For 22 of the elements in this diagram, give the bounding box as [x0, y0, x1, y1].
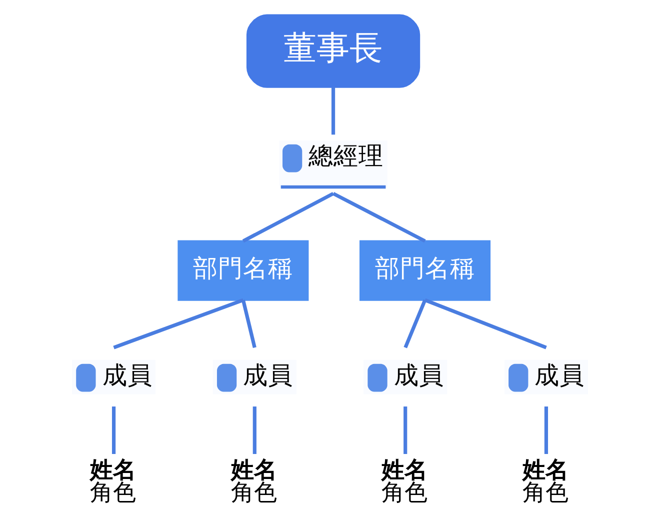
connector — [544, 406, 548, 454]
node-text: 姓名 角色 — [90, 457, 136, 506]
node-box: 部門名稱 — [359, 240, 491, 301]
node-box: 成員 — [72, 360, 156, 394]
connector — [242, 192, 334, 243]
connector — [404, 406, 408, 454]
connector — [252, 406, 256, 454]
node-box: 成員 — [364, 360, 448, 394]
connector — [332, 192, 426, 243]
connector — [404, 299, 427, 348]
node-text: 姓名 角色 — [230, 457, 277, 506]
connector — [113, 298, 244, 350]
connector — [424, 298, 547, 350]
node-box: 成員 — [504, 360, 588, 394]
node-box: 成員 — [212, 360, 296, 394]
node-text: 姓名 角色 — [522, 457, 568, 506]
node-box: 部門名稱 — [178, 240, 309, 301]
node-text: 姓名 角色 — [382, 457, 428, 506]
connector — [241, 300, 256, 348]
connector — [331, 87, 336, 135]
node-box: 董事長 — [246, 14, 420, 88]
connector — [112, 406, 116, 454]
